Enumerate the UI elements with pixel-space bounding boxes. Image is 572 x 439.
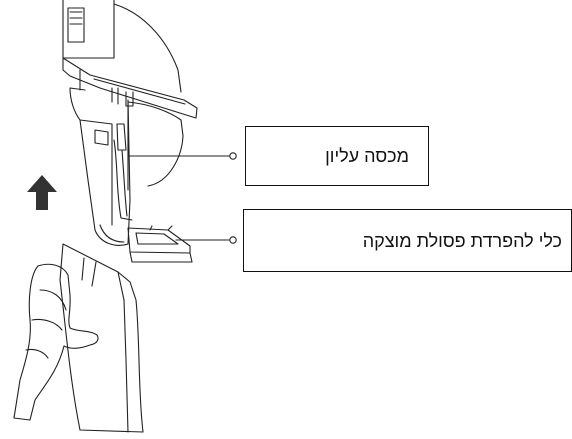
leader-dot-top [230, 153, 236, 159]
up-arrow-icon [27, 175, 57, 210]
upper-cover-body [70, 88, 133, 245]
separator-tray [128, 226, 192, 262]
callout-waste-separator: כלי להפרדת פסולת מוצקה [243, 209, 572, 272]
hand [14, 264, 98, 420]
dust-bin [60, 244, 143, 432]
top-housing [63, 0, 197, 190]
callout-label-waste-separator: כלי להפרדת פסולת מוצקה [363, 231, 562, 252]
callout-leaders [128, 153, 236, 243]
callout-top-cover: מכסה עליון [245, 126, 429, 186]
leader-dot-bottom [230, 237, 236, 243]
callout-label-top-cover: מכסה עליון [325, 146, 409, 167]
